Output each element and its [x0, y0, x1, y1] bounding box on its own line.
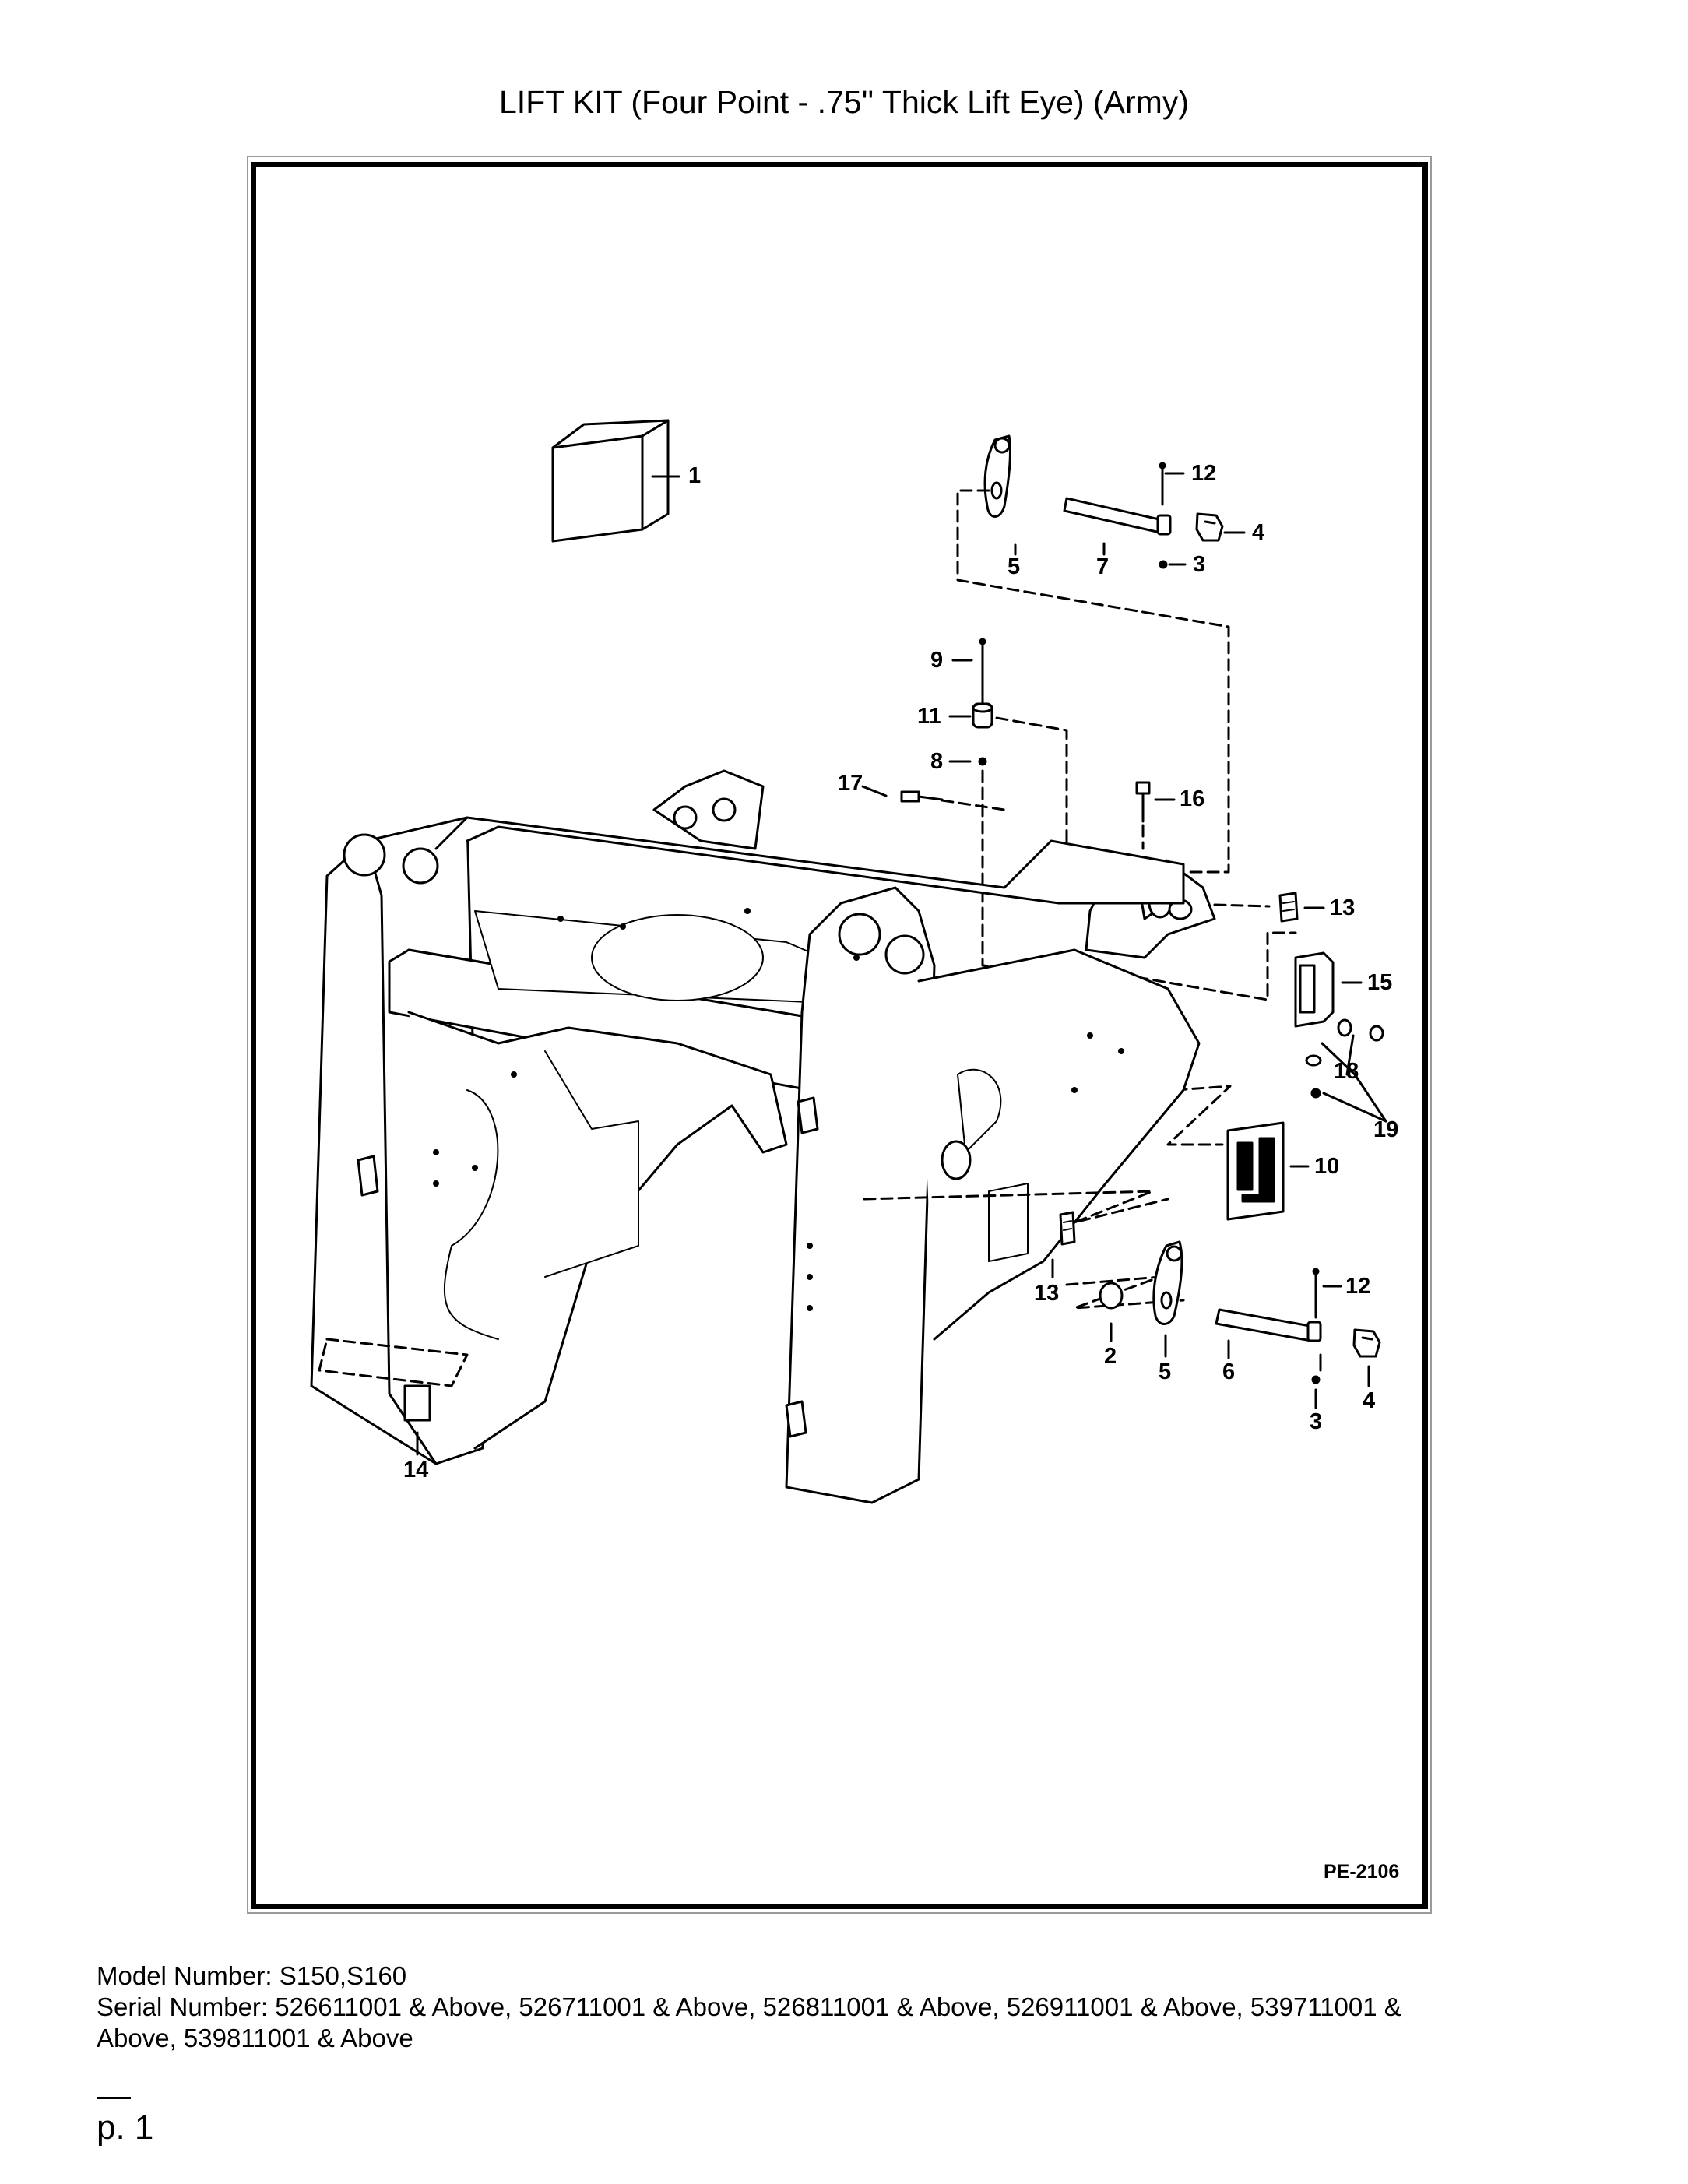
diagram-frame — [251, 162, 1428, 1909]
callout-11: 11 — [917, 704, 941, 729]
callout-5-lower: 5 — [1159, 1359, 1172, 1384]
plate-id: PE-2106 — [1324, 1861, 1400, 1883]
upper-pin — [1063, 497, 1172, 536]
callout-16: 16 — [1180, 786, 1205, 811]
callout-10: 10 — [1314, 1154, 1340, 1179]
callout-3-lower: 3 — [1310, 1409, 1323, 1434]
upper-lift-eye — [983, 434, 1011, 518]
callout-7: 7 — [1096, 554, 1110, 579]
callout-2: 2 — [1104, 1344, 1117, 1369]
part-1-box — [551, 419, 670, 543]
page-rule — [97, 2097, 131, 2099]
callout-12: 12 — [1191, 461, 1217, 486]
callout-19: 19 — [1373, 1117, 1399, 1142]
callout-17: 17 — [838, 771, 863, 796]
callout-13: 13 — [1330, 895, 1356, 920]
model-number: Model Number: S150,S160 — [97, 1961, 407, 1990]
callout-15: 15 — [1367, 970, 1393, 995]
callout-4: 4 — [1252, 520, 1265, 545]
callout-8: 8 — [930, 749, 944, 774]
page-number: p. 1 — [97, 2108, 154, 2147]
callout-3: 3 — [1193, 552, 1206, 577]
callout-18: 18 — [1334, 1059, 1359, 1084]
upper-nut — [1195, 512, 1224, 542]
callout-9: 9 — [930, 648, 944, 673]
callout-1: 1 — [688, 463, 702, 488]
callout-5: 5 — [1008, 554, 1021, 579]
callout-12-lower: 12 — [1345, 1274, 1371, 1299]
callout-13-lower: 13 — [1034, 1281, 1060, 1306]
callout-14: 14 — [403, 1458, 429, 1482]
callout-4-lower: 4 — [1363, 1388, 1376, 1413]
callout-6: 6 — [1222, 1359, 1236, 1384]
serial-number-line-2: Above, 539811001 & Above — [97, 2024, 413, 2052]
serial-number-line-1: Serial Number: 526611001 & Above, 526711… — [97, 1992, 1401, 2021]
loader-frame — [310, 769, 1201, 1504]
diagram-frame-outer — [247, 156, 1432, 1914]
page-title: LIFT KIT (Four Point - .75'' Thick Lift … — [499, 84, 1189, 120]
decal — [1226, 1121, 1285, 1221]
